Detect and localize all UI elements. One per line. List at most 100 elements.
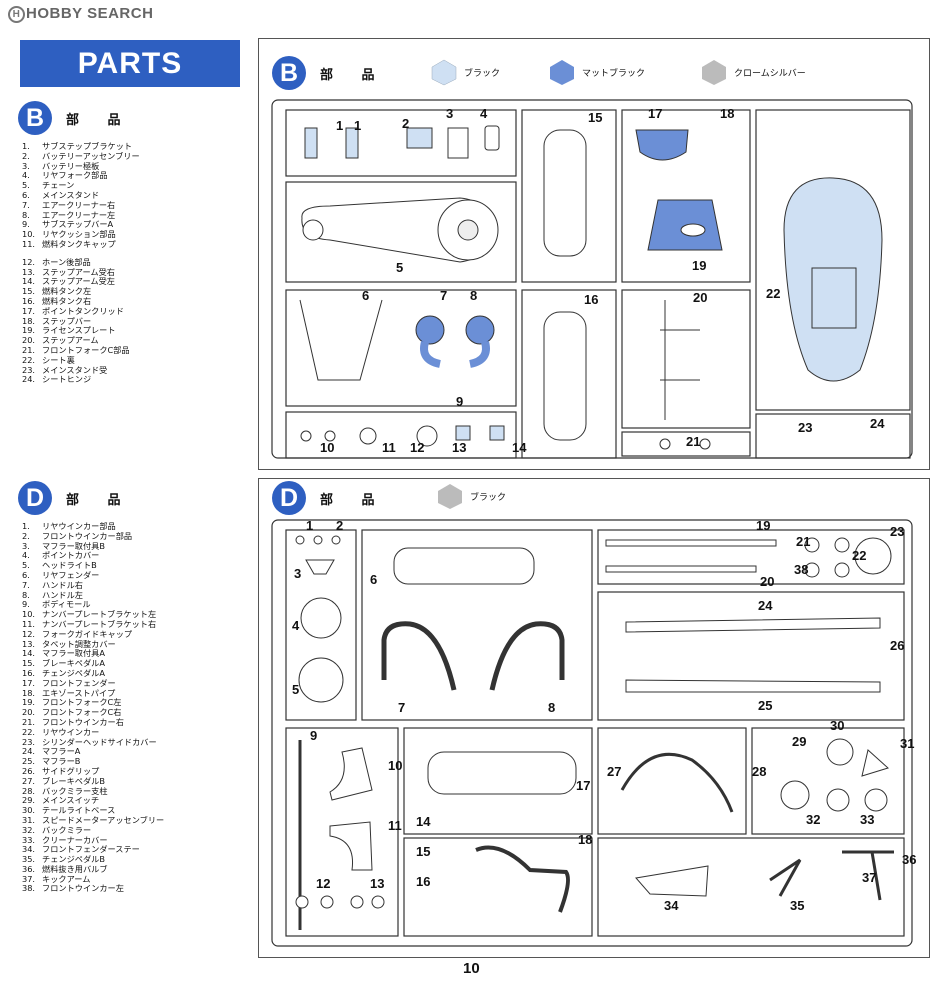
part-number-label: 22 bbox=[766, 286, 780, 301]
part-number-label: 38 bbox=[794, 562, 808, 577]
parts-list-item: 38.フロントウインカー左 bbox=[22, 883, 124, 894]
parts-list-item: 23.シリンダーヘッドサイドカバー bbox=[22, 736, 157, 747]
part-number-label: 33 bbox=[860, 812, 874, 827]
parts-list-item: 24.シートヒンジ bbox=[22, 374, 92, 385]
parts-list-item: 6.リヤフェンダー bbox=[22, 569, 100, 580]
part-number-label: 10 bbox=[388, 758, 402, 773]
sprue-b-runners bbox=[271, 99, 913, 459]
sprue-d-parts bbox=[295, 535, 894, 930]
logo-h-icon: H bbox=[8, 6, 25, 23]
part-number-label: 10 bbox=[320, 440, 334, 455]
parts-list-item: 29.メインスイッチ bbox=[22, 795, 100, 806]
parts-list-item: 10.リヤクッション部品 bbox=[22, 229, 116, 240]
parts-list-item: 19.フロントフォークC左 bbox=[22, 697, 122, 708]
part-number-label: 16 bbox=[416, 874, 430, 889]
parts-list-item: 37.キックアーム bbox=[22, 873, 91, 884]
parts-list-item: 3.バッテリー極板 bbox=[22, 160, 100, 171]
parts-list-item: 18.エキゾーストパイプ bbox=[22, 687, 116, 698]
part-number-label: 34 bbox=[664, 898, 679, 913]
parts-list-item: 16.チェンジペダルA bbox=[22, 667, 105, 678]
parts-list-item: 9.サブステップバーA bbox=[22, 219, 114, 230]
parts-list-item: 36.燃料抜き用バルブ bbox=[22, 863, 108, 874]
parts-list-item: 9.ボディモール bbox=[22, 599, 91, 610]
part-number-label: 9 bbox=[456, 394, 463, 409]
paint-swatch-icon bbox=[702, 60, 726, 85]
part-number-label: 4 bbox=[292, 618, 300, 633]
legend-d-1: ブラック bbox=[436, 482, 506, 510]
part-number-label: 26 bbox=[890, 638, 904, 653]
part-number-label: 11 bbox=[382, 440, 396, 455]
part-number-label: 14 bbox=[512, 440, 527, 455]
part-number-label: 16 bbox=[584, 292, 598, 307]
section-b-badge: B bbox=[18, 101, 52, 135]
part-number-label: 1 bbox=[354, 118, 361, 133]
parts-list-item: 7.エアークリーナー右 bbox=[22, 199, 116, 210]
part-number-label: 13 bbox=[370, 876, 384, 891]
parts-banner: PARTS bbox=[20, 40, 240, 87]
parts-list-item: 18.ステップバー bbox=[22, 315, 92, 326]
part-number-label: 19 bbox=[692, 258, 706, 273]
parts-list-item: 4.ポイントカバー bbox=[22, 550, 100, 561]
parts-list-item: 23.メインスタンド受 bbox=[22, 364, 108, 375]
parts-list-item: 13.ステップアーム受右 bbox=[22, 266, 115, 277]
part-number-label: 30 bbox=[830, 718, 844, 733]
part-number-label: 24 bbox=[870, 416, 885, 431]
section-d-badge: D bbox=[18, 481, 52, 515]
parts-list-item: 27.ブレーキペダルB bbox=[22, 775, 105, 786]
part-number-label: 18 bbox=[720, 106, 734, 121]
part-number-label: 3 bbox=[294, 566, 301, 581]
parts-list-item: 15.燃料タンク左 bbox=[22, 286, 92, 297]
part-number-label: 17 bbox=[648, 106, 662, 121]
parts-list-item: 7.ハンドル右 bbox=[22, 579, 83, 590]
parts-list-item: 16.燃料タンク右 bbox=[22, 295, 92, 306]
part-number-label: 20 bbox=[693, 290, 707, 305]
part-number-label: 20 bbox=[760, 574, 774, 589]
part-number-label: 7 bbox=[398, 700, 405, 715]
part-number-label: 1 bbox=[306, 518, 313, 533]
sprue-b-title: 部 品 bbox=[320, 67, 387, 83]
part-number-label: 8 bbox=[548, 700, 555, 715]
parts-list-item: 24.マフラーA bbox=[22, 746, 81, 757]
part-number-label: 3 bbox=[446, 106, 453, 121]
part-number-label: 29 bbox=[792, 734, 806, 749]
sprue-b-parts bbox=[299, 125, 883, 450]
parts-list-item: 2.フロントウインカー部品 bbox=[22, 530, 133, 541]
part-number-label: 23 bbox=[798, 420, 812, 435]
section-b-title: 部 品 bbox=[66, 112, 133, 128]
legend-b-1: ブラック bbox=[430, 58, 500, 86]
legend-b-3: クロームシルバー bbox=[700, 58, 806, 86]
part-number-label: 1 bbox=[336, 118, 343, 133]
sprue-d-badge: D bbox=[272, 481, 306, 515]
part-number-label: 5 bbox=[292, 682, 299, 697]
part-number-label: 5 bbox=[396, 260, 403, 275]
part-number-label: 2 bbox=[336, 518, 343, 533]
parts-list-item: 21.フロントウインカー右 bbox=[22, 716, 124, 727]
part-number-label: 32 bbox=[806, 812, 820, 827]
part-number-label: 17 bbox=[576, 778, 590, 793]
parts-list-item: 12.ホーン後部品 bbox=[22, 256, 91, 267]
sprue-d-runners bbox=[271, 519, 913, 947]
parts-list-item: 11.燃料タンクキャップ bbox=[22, 238, 116, 249]
parts-list-item: 33.クリーナーカバー bbox=[22, 834, 108, 845]
parts-list-item: 32.バックミラー bbox=[22, 824, 92, 835]
parts-list-item: 1.リヤウインカー部品 bbox=[22, 521, 116, 531]
part-number-label: 36 bbox=[902, 852, 916, 867]
parts-list-item: 10.ナンバープレートブラケット左 bbox=[22, 609, 157, 620]
parts-list-item: 3.マフラー取付具B bbox=[22, 540, 105, 551]
part-number-label: 6 bbox=[370, 572, 377, 587]
parts-list-item: 20.フロントフォークC右 bbox=[22, 707, 122, 718]
part-number-label: 9 bbox=[310, 728, 317, 743]
parts-list-item: 22.リヤウインカー bbox=[22, 726, 100, 737]
parts-list-item: 25.マフラーB bbox=[22, 756, 81, 767]
parts-list-item: 17.ポイントタンクリッド bbox=[22, 305, 124, 316]
section-b-header: B 部 品 bbox=[18, 101, 133, 135]
parts-list-item: 5.ヘッドライトB bbox=[22, 560, 97, 571]
part-number-label: 24 bbox=[758, 598, 773, 613]
parts-list-item: 26.サイドグリップ bbox=[22, 765, 100, 776]
paint-swatch-icon bbox=[438, 484, 462, 509]
